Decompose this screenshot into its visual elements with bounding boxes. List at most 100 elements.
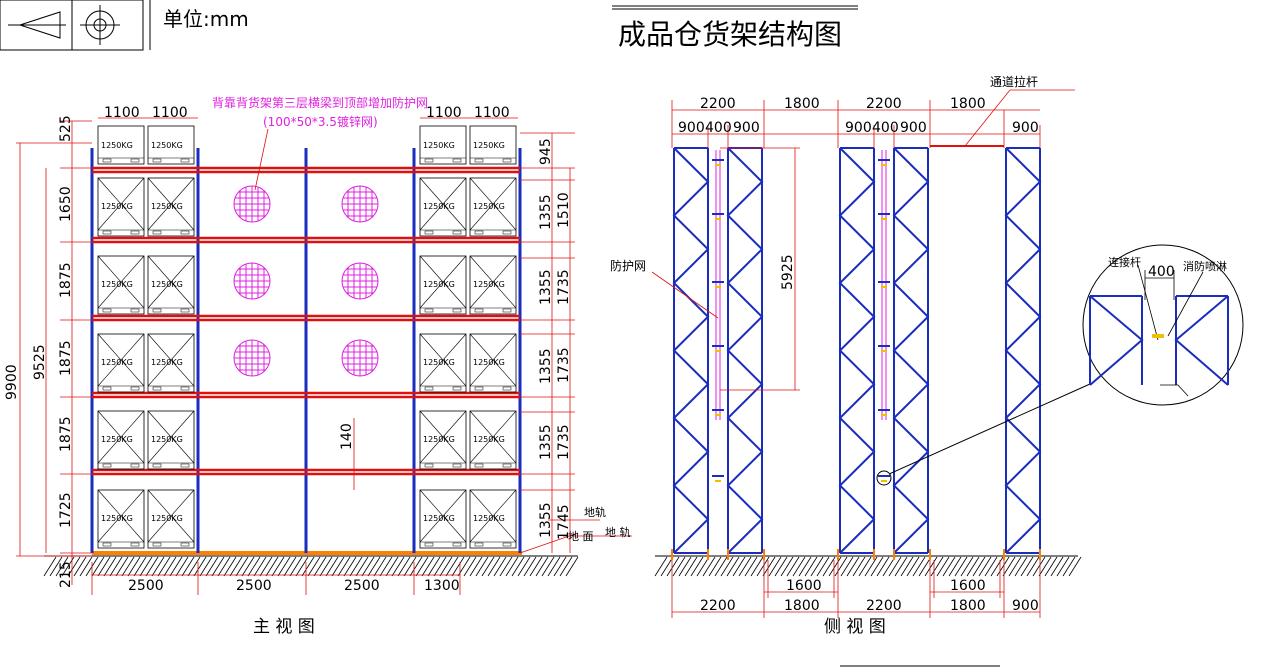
pallet-load: 1250KG (147, 489, 195, 549)
load-label: 1250KG (151, 141, 183, 150)
left-level-2: 1650 (58, 186, 74, 222)
guard-mesh-symbol (341, 339, 379, 377)
load-label: 1250KG (473, 514, 505, 523)
note-line1: 背靠背货架第三层横梁到顶部增加防护网 (212, 95, 428, 110)
flue-net (712, 150, 724, 482)
right-inner-5: 1355 (538, 424, 554, 460)
right-inner-1: 945 (538, 138, 554, 165)
bottom-dim-2200-a: 2200 (700, 598, 736, 614)
pallet-load: 1250KG (419, 177, 467, 237)
bottom-dim-900: 900 (1012, 598, 1039, 614)
pallet-load: 1250KG (469, 410, 517, 470)
total-height-9900: 9900 (4, 364, 20, 400)
aisle-tie-label: 通道拉杆 (990, 74, 1038, 89)
left-level-4: 1875 (58, 340, 74, 376)
load-label: 1250KG (101, 358, 133, 367)
load-label: 1250KG (423, 280, 455, 289)
side-view-caption: 侧 视 图 (824, 617, 886, 637)
sprinkler-label: 消防喷淋 (1183, 259, 1227, 273)
right-outer-1: 1510 (556, 192, 572, 228)
load-label: 1250KG (101, 514, 133, 523)
top-dim-r2: 1100 (474, 105, 510, 121)
top-dim-1800-a: 1800 (784, 96, 820, 112)
load-label: 1250KG (423, 202, 455, 211)
load-label: 1250KG (151, 358, 183, 367)
guard-net-label: 防护网 (610, 258, 646, 273)
side-view: 通道拉杆 防护网 5925 2200 1800 2200 1800 900 (610, 74, 1244, 637)
front-view: 1250KG 1250KG 1250KG 1250KG 1250KG 1250KG 1250… (4, 95, 632, 637)
pallet-load: 1250KG (419, 333, 467, 393)
ground-rail-label: 地轨 (584, 505, 606, 519)
detail-callout: 连接杆 400 消防喷淋 (1082, 244, 1244, 406)
top-dim-900-c: 900 (845, 120, 872, 136)
pallet-load: 1250KG (97, 333, 145, 393)
front-view-caption: 主 视 图 (253, 617, 315, 637)
bottom-dim-1600-b: 1600 (950, 578, 986, 594)
load-label: 1250KG (423, 435, 455, 444)
rack-frame (838, 147, 876, 554)
load-label: 1250KG (101, 141, 133, 150)
title-block-symbol (0, 0, 144, 51)
top-dim-1800-b: 1800 (950, 96, 986, 112)
top-dim-r1: 1100 (426, 105, 462, 121)
load-label: 1250KG (473, 202, 505, 211)
pallet-load: 1250KG (147, 333, 195, 393)
pallet-load: 1250KG (469, 255, 517, 315)
total-height-9525: 9525 (32, 344, 48, 380)
pallet-load: 1250KG (97, 177, 145, 237)
pallet-load: 1250KG (419, 125, 467, 165)
guard-mesh-symbol (233, 339, 271, 377)
guard-mesh-symbol (341, 185, 379, 223)
right-outer-5: 1745 (556, 504, 572, 540)
left-level-3: 1875 (58, 262, 74, 298)
load-label: 1250KG (473, 358, 505, 367)
pallet-load: 1250KG (469, 333, 517, 393)
load-label: 1250KG (423, 514, 455, 523)
load-label: 1250KG (473, 280, 505, 289)
load-label: 1250KG (101, 435, 133, 444)
top-dim-400-a: 400 (705, 120, 732, 136)
top-dim-2200-b: 2200 (866, 96, 902, 112)
pallet-load: 1250KG (147, 177, 195, 237)
rack-frame (892, 147, 930, 554)
rack-frame (672, 147, 710, 554)
unit-label: 单位:mm (163, 7, 249, 31)
rack-frame (1004, 147, 1042, 554)
pallet-load: 1250KG (147, 255, 195, 315)
top-dim-l2: 1100 (152, 105, 188, 121)
guard-mesh-symbol (341, 262, 379, 300)
load-label: 1250KG (423, 358, 455, 367)
top-dim-900-d: 900 (900, 120, 927, 136)
ground-rail-label-2: 地 轨 (605, 525, 631, 539)
pallet-load: 1250KG (469, 489, 517, 549)
left-level-1: 525 (58, 115, 74, 142)
top-dim-900-b: 900 (733, 120, 760, 136)
bottom-dim-1: 2500 (128, 578, 164, 594)
top-dim-900-a: 900 (678, 120, 705, 136)
load-label: 1250KG (423, 141, 455, 150)
right-outer-4: 1735 (556, 424, 572, 460)
drawing-title: 成品仓货架结构图 (618, 18, 842, 51)
guard-mesh-symbol (233, 262, 271, 300)
pallet-load: 1250KG (147, 125, 195, 165)
pallet-load: 1250KG (419, 489, 467, 549)
load-label: 1250KG (101, 280, 133, 289)
bottom-dim-1800-a: 1800 (784, 598, 820, 614)
ground-label: 地 面 (568, 530, 594, 543)
load-label: 1250KG (101, 202, 133, 211)
left-level-6: 1725 (58, 492, 74, 528)
load-label: 1250KG (473, 435, 505, 444)
left-level-5: 1875 (58, 416, 74, 452)
right-inner-6: 1355 (538, 502, 554, 538)
right-inner-4: 1355 (538, 348, 554, 384)
pallet-load: 1250KG (419, 410, 467, 470)
bottom-dim-2: 2500 (236, 578, 272, 594)
right-inner-2: 1355 (538, 194, 554, 230)
load-label: 1250KG (151, 202, 183, 211)
pallet-load: 1250KG (97, 125, 145, 165)
detail-spacing: 400 (1148, 264, 1175, 280)
note-line2: (100*50*3.5镀锌网) (263, 115, 378, 129)
pallet-load: 1250KG (469, 125, 517, 165)
pallet-load: 1250KG (469, 177, 517, 237)
mid-dim-140: 140 (339, 423, 355, 450)
